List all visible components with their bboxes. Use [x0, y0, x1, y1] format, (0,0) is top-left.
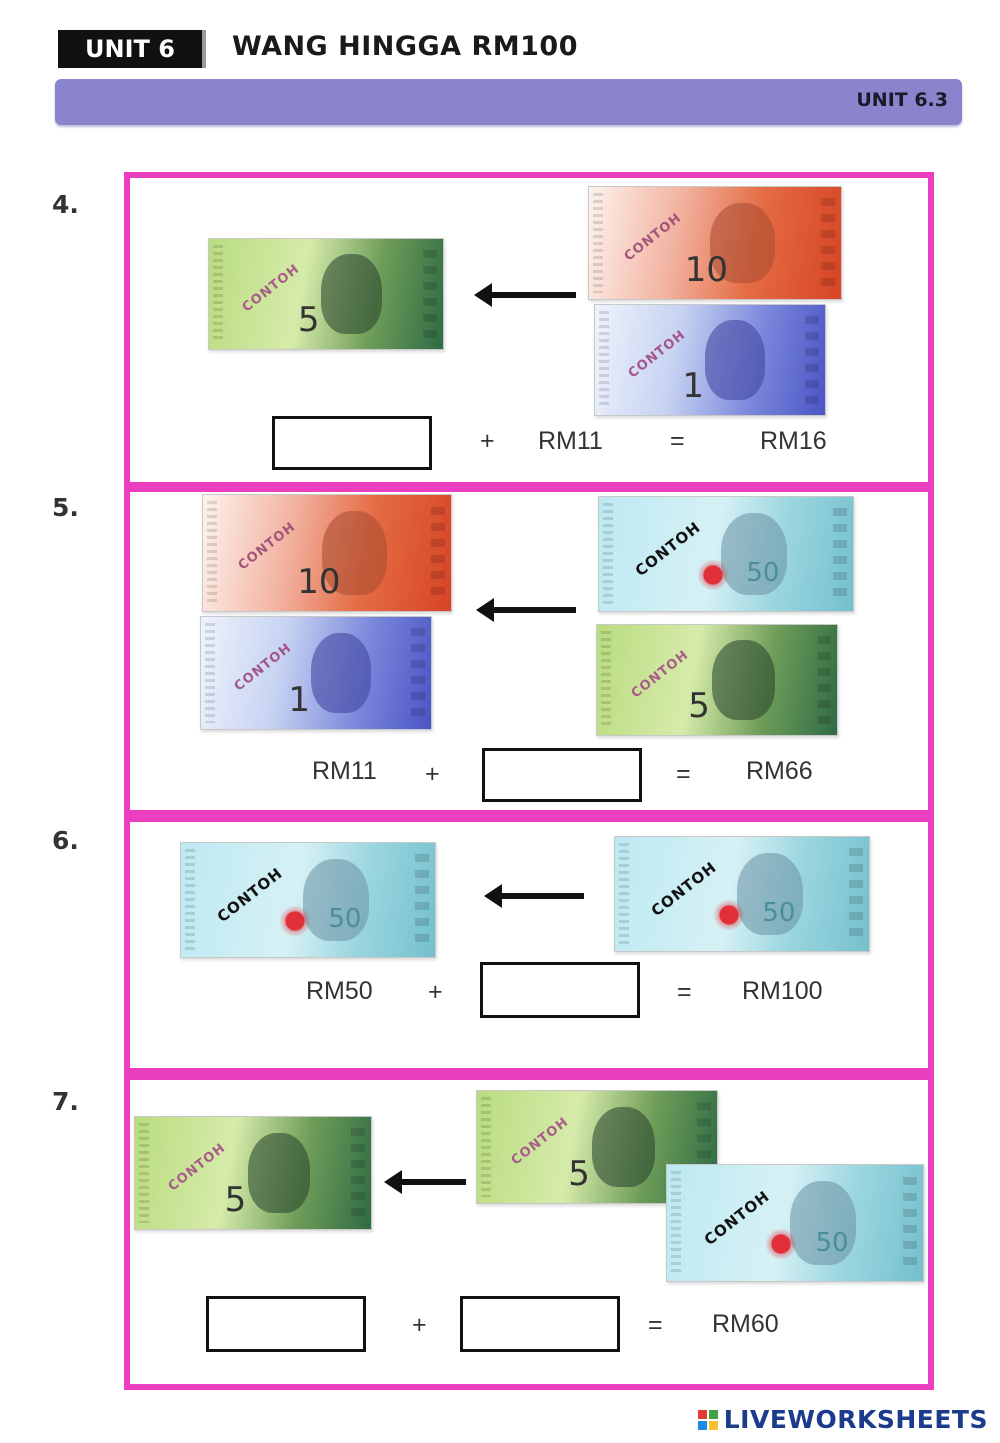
arrow-left-icon	[476, 598, 576, 622]
total-value: RM60	[712, 1310, 779, 1338]
total-value: RM66	[746, 757, 813, 785]
logo-square	[697, 1409, 707, 1419]
equals-sign: =	[677, 978, 692, 1006]
unit-badge: UNIT 6	[58, 30, 206, 68]
logo-square	[708, 1420, 718, 1430]
question-number-5: 5.	[52, 493, 79, 522]
total-value: RM100	[742, 977, 823, 1005]
answer-input-q7-first[interactable]	[206, 1296, 366, 1352]
answer-input-q4[interactable]	[272, 416, 432, 470]
term-value: RM50	[306, 977, 373, 1005]
equals-sign: =	[676, 760, 691, 788]
arrow-left-icon	[474, 283, 576, 307]
answer-input-q6[interactable]	[480, 962, 640, 1018]
plus-sign: +	[412, 1311, 427, 1339]
subunit-label: UNIT 6.3	[856, 89, 948, 111]
term-value: RM11	[312, 757, 377, 785]
logo-square	[697, 1420, 707, 1430]
total-value: RM16	[760, 427, 827, 455]
liveworksheets-logo-icon	[697, 1409, 718, 1430]
plus-sign: +	[425, 760, 440, 788]
question-4-box	[124, 172, 934, 488]
worksheet-title: WANG HINGGA RM100	[232, 31, 578, 62]
question-number-7: 7.	[52, 1087, 79, 1116]
equals-sign: =	[648, 1311, 663, 1339]
logo-square	[708, 1409, 718, 1419]
question-number-4: 4.	[52, 190, 79, 219]
arrow-left-icon	[484, 884, 584, 908]
plus-sign: +	[428, 978, 443, 1006]
question-5-box	[124, 486, 934, 816]
question-6-box	[124, 816, 934, 1074]
equals-sign: =	[670, 427, 685, 455]
subunit-bar: UNIT 6.3	[55, 79, 962, 125]
plus-sign: +	[480, 427, 495, 455]
brand-name: LIVEWORKSHEETS	[723, 1405, 988, 1434]
answer-input-q7-second[interactable]	[460, 1296, 620, 1352]
liveworksheets-brand[interactable]: LIVEWORKSHEETS	[697, 1405, 988, 1434]
arrow-left-icon	[384, 1170, 466, 1194]
answer-input-q5[interactable]	[482, 748, 642, 802]
question-number-6: 6.	[52, 826, 79, 855]
question-7-box	[124, 1074, 934, 1390]
term-value: RM11	[538, 427, 603, 455]
